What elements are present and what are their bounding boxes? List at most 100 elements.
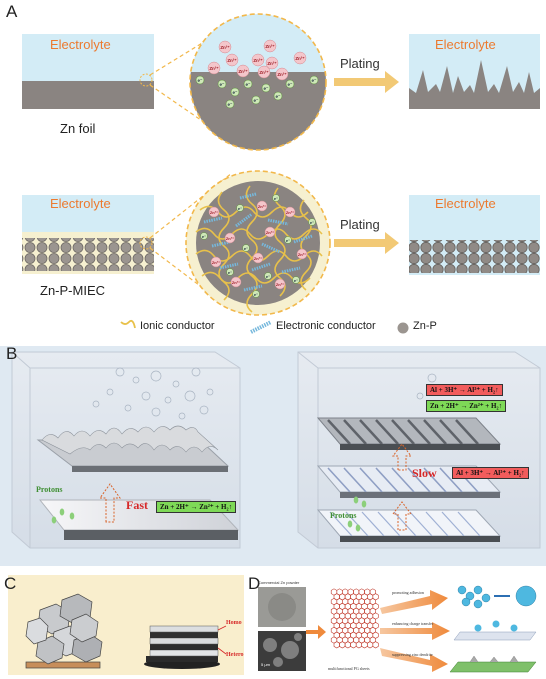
output-arrow-middle — [380, 622, 450, 640]
zn-dendrites — [409, 60, 540, 109]
homo-label: Homo — [226, 620, 242, 626]
zn-p-miec-label: Zn-P-MIEC — [40, 283, 105, 298]
legend-ionic-label: Ionic conductor — [140, 320, 215, 332]
svg-text:e⁻: e⁻ — [264, 86, 270, 91]
svg-text:Zn²⁺: Zn²⁺ — [212, 260, 220, 265]
legend-electronic-label: Electronic conductor — [276, 320, 376, 332]
zn-equation-left: Zn + 2H⁺ → Zn²⁺ + H₂↑ — [156, 501, 237, 513]
fast-arrow — [99, 483, 121, 523]
charge-transfer-result — [453, 620, 537, 641]
zoom-circle-bottom: Zn²⁺ Zn²⁺ Zn²⁺ Zn²⁺ Zn²⁺ Zn²⁺ Zn²⁺ Zn²⁺ Zn²⁺ Zn… — [185, 170, 331, 316]
svg-text:Zn²⁺: Zn²⁺ — [267, 61, 277, 66]
panel-c — [8, 575, 244, 675]
arrow-label-adhesion: promoting adhesion — [392, 590, 424, 595]
plating-arrow-top — [334, 71, 399, 93]
arrow-label-dendrite: suppressing zinc dendrite — [392, 652, 433, 657]
svg-text:Zn²⁺: Zn²⁺ — [238, 69, 248, 74]
electrolyte-region-bottom-left — [22, 195, 154, 239]
al-equation-bottom: Al + 3H⁺ → Al³⁺ + H₂↑ — [452, 467, 529, 479]
svg-text:e⁻: e⁻ — [254, 292, 258, 297]
hetero-label: Hetero — [226, 652, 244, 658]
electrolyte-label-bottom-left: Electrolyte — [50, 196, 111, 211]
svg-text:e⁻: e⁻ — [286, 238, 290, 243]
arrow-to-pg — [306, 625, 326, 639]
zn-equation-right: Zn + 2H⁺ → Zn²⁺ + H₂↑ — [426, 400, 507, 412]
svg-text:e⁻: e⁻ — [238, 206, 242, 211]
svg-text:e⁻: e⁻ — [220, 82, 226, 87]
plating-label-bottom: Plating — [340, 217, 380, 232]
svg-text:Zn²⁺: Zn²⁺ — [232, 280, 240, 285]
slow-arrow-1 — [392, 443, 412, 471]
plated-zn-p-layer — [409, 240, 540, 273]
zn-p-particle-layer — [22, 238, 154, 271]
scale-label: 5 μm — [261, 662, 270, 667]
protons-label-left: Protons — [36, 485, 63, 494]
legend-electronic-icon — [250, 320, 272, 334]
powder-label: Commercial Zn powder — [258, 580, 300, 585]
svg-text:e⁻: e⁻ — [312, 78, 318, 83]
svg-text:e⁻: e⁻ — [233, 90, 239, 95]
stacked-sheets — [144, 625, 227, 669]
zoom-spot-top — [139, 73, 153, 87]
electrolyte-region-top-left — [22, 34, 154, 81]
slow-label: Slow — [412, 466, 437, 480]
slow-arrow-2 — [392, 501, 412, 531]
svg-text:e⁻: e⁻ — [294, 278, 298, 283]
panel-b-letter: B — [6, 344, 18, 363]
svg-text:Zn²⁺: Zn²⁺ — [210, 210, 218, 215]
panel-d-letter: D — [248, 574, 261, 593]
plating-arrow-bottom — [334, 232, 399, 254]
adhesion-result — [457, 585, 537, 609]
hexagon-cluster — [25, 593, 103, 669]
svg-text:Zn²⁺: Zn²⁺ — [209, 66, 219, 71]
svg-text:e⁻: e⁻ — [244, 246, 248, 251]
panel-d — [258, 585, 537, 673]
zn-foil-slab — [22, 81, 154, 109]
svg-text:e⁻: e⁻ — [288, 82, 294, 87]
electrolyte-label-top-left: Electrolyte — [50, 37, 111, 52]
svg-text:Zn²⁺: Zn²⁺ — [286, 210, 294, 215]
legend-ionic-icon — [120, 319, 136, 329]
svg-text:Zn²⁺: Zn²⁺ — [265, 44, 275, 49]
svg-text:Zn²⁺: Zn²⁺ — [220, 45, 230, 50]
zn-foil-label: Zn foil — [60, 121, 96, 136]
svg-text:Zn²⁺: Zn²⁺ — [298, 252, 306, 257]
svg-text:Zn²⁺: Zn²⁺ — [276, 282, 284, 287]
svg-text:Zn²⁺: Zn²⁺ — [226, 236, 234, 241]
zoom-circle-top: Zn²⁺Zn²⁺Zn²⁺ Zn²⁺Zn²⁺Zn²⁺ Zn²⁺Zn²⁺Zn²⁺Zn… — [189, 13, 327, 151]
svg-text:e⁻: e⁻ — [246, 82, 252, 87]
legend-znp-icon — [397, 322, 409, 334]
output-arrow-top — [380, 590, 448, 614]
svg-text:Zn²⁺: Zn²⁺ — [253, 58, 263, 63]
pg-sheets-label: multifunctional PG sheets — [328, 666, 370, 671]
pg-sheet-lattice — [330, 588, 379, 649]
svg-text:Zn²⁺: Zn²⁺ — [277, 72, 287, 77]
svg-text:e⁻: e⁻ — [276, 94, 282, 99]
zoom-spot-bottom — [139, 236, 153, 250]
svg-text:Zn²⁺: Zn²⁺ — [254, 256, 262, 261]
al-equation-top: Al + 3H⁺ → Al³⁺ + H₂↑ — [426, 384, 503, 396]
panel-b — [0, 346, 546, 566]
dendrite-suppression-result — [449, 655, 537, 673]
legend-znp-label: Zn-P — [413, 320, 437, 332]
svg-text:Zn²⁺: Zn²⁺ — [295, 56, 305, 61]
svg-text:Zn²⁺: Zn²⁺ — [266, 230, 274, 235]
panel-a-letter: A — [6, 2, 18, 21]
panel-c-letter: C — [4, 574, 17, 593]
svg-text:e⁻: e⁻ — [254, 98, 260, 103]
plating-label-top: Plating — [340, 56, 380, 71]
svg-text:Zn²⁺: Zn²⁺ — [258, 204, 266, 209]
svg-text:e⁻: e⁻ — [202, 234, 206, 239]
cube-left — [11, 351, 241, 549]
electrolyte-label-bottom-right: Electrolyte — [435, 196, 496, 211]
output-arrow-bottom — [380, 648, 448, 672]
fast-label: Fast — [126, 498, 148, 512]
svg-text:e⁻: e⁻ — [228, 102, 234, 107]
electrolyte-label-top-right: Electrolyte — [435, 37, 496, 52]
svg-text:e⁻: e⁻ — [266, 274, 270, 279]
svg-text:e⁻: e⁻ — [198, 78, 204, 83]
svg-text:e⁻: e⁻ — [274, 196, 278, 201]
svg-text:e⁻: e⁻ — [310, 220, 314, 225]
protons-label-right: Protons — [330, 511, 357, 520]
